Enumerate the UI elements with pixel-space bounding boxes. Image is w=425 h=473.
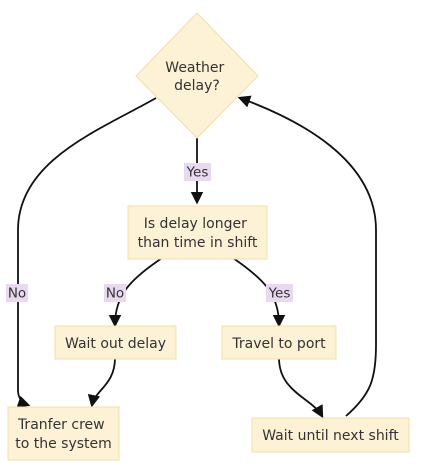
decision-weather-delay-label: Weather delay? [165,60,228,94]
node-transfer-crew: Tranfer crew to the system [7,406,120,461]
node-wait-next-shift: Wait until next shift [251,417,410,453]
node-wait-next-shift-label: Wait until next shift [262,428,399,444]
node-travel-to-port: Travel to port [221,325,337,360]
edge-delay-to-waitout [108,257,163,328]
edge-label-delay-yes-text: Yes [268,286,291,302]
edge-weather-to-transfer [16,97,157,408]
edge-waitout-to-transfer [87,357,116,408]
node-delay-longer: Is delay longer than time in shift [127,205,268,260]
edge-label-delay-no: No [104,284,126,302]
edge-waitnext-to-weather [237,95,377,417]
decision-weather-delay: Weather delay? [135,12,259,139]
node-wait-out-delay-label: Wait out delay [65,336,166,352]
node-travel-to-port-label: Travel to port [231,336,326,352]
edge-label-weather-yes: Yes [184,163,211,181]
edge-label-delay-no-text: No [106,286,124,302]
edge-label-weather-no: No [6,284,28,302]
node-transfer-crew-label: Tranfer crew to the system [15,417,112,452]
node-delay-longer-label: Is delay longer than time in shift [138,216,258,251]
edge-label-weather-yes-text: Yes [186,165,209,181]
edge-travel-to-waitnext [278,357,324,419]
edge-label-delay-yes: Yes [266,284,293,302]
node-wait-out-delay: Wait out delay [54,325,177,360]
edge-label-weather-no-text: No [8,286,26,302]
